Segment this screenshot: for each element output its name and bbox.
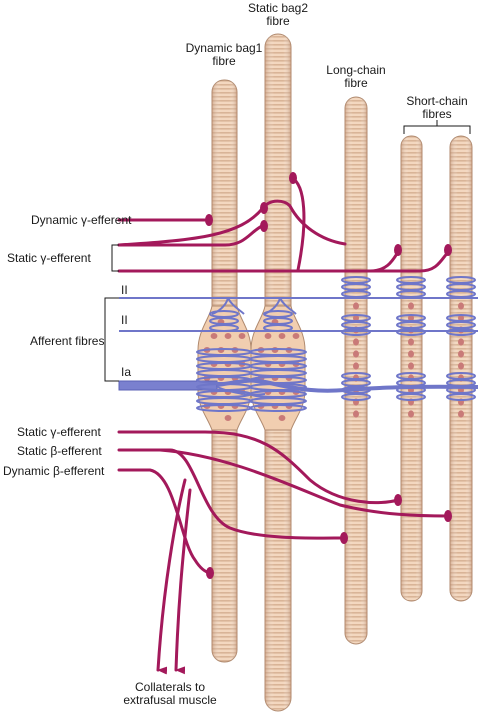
label-static-bag2-line1: Static bag2: [247, 1, 309, 15]
label-static-gamma-efferent-bottom: Static γ-efferent: [17, 425, 101, 439]
chain-nucleus: [458, 302, 464, 310]
chain-secondary-coil: [396, 328, 426, 336]
chain-nucleus: [458, 350, 464, 358]
chain-secondary-coil: [341, 328, 371, 336]
label-collaterals-line2: extrafusal muscle: [123, 693, 217, 707]
label-afferent-fibres: Afferent fibres: [30, 334, 105, 348]
bag-nucleus: [264, 333, 272, 339]
chain-nucleus: [353, 350, 359, 358]
motor-end-plate: [394, 494, 402, 506]
static-beta-efferent: [117, 448, 346, 540]
chain-nucleus: [408, 302, 414, 310]
fibre-long-chain: [344, 96, 368, 645]
bag-nucleus: [238, 333, 246, 339]
label-long-chain: Long-chain fibre: [326, 64, 385, 90]
label-afferent-ia: Ia: [121, 365, 132, 379]
motor-end-plate: [205, 214, 213, 226]
chain-nucleus: [353, 362, 359, 370]
label-dynamic-bag1-line2: fibre: [212, 54, 236, 68]
short-chain-bracket: [403, 120, 471, 134]
static-gamma-branch-upper: [117, 224, 264, 247]
brackets: [104, 120, 471, 382]
chain-nucleus: [353, 302, 359, 310]
motor-end-plate: [444, 510, 452, 522]
chain-secondary-coil: [446, 328, 476, 336]
label-short-chain: Short-chain fibres: [406, 95, 467, 121]
label-dynamic-bag1-line1: Dynamic bag1: [185, 41, 263, 55]
bag-nucleus: [292, 333, 300, 339]
motor-end-plate: [260, 220, 268, 232]
motor-end-plate: [394, 244, 402, 256]
bag1-secondary-coil: [209, 324, 239, 332]
chain-primary-coil: [446, 393, 476, 401]
chain-nucleus: [353, 314, 359, 322]
label-dynamic-bag1: Dynamic bag1 fibre: [186, 42, 263, 68]
static-gamma-branch-mid: [117, 199, 347, 247]
label-collaterals-line1: Collaterals to: [134, 680, 206, 694]
bag2-coil: [249, 404, 307, 412]
bag-nucleus: [278, 415, 286, 421]
label-static-bag2-line2: fibre: [266, 14, 290, 28]
bag-nucleus: [224, 415, 232, 421]
static-gamma-efferent-bottom: [117, 430, 400, 505]
chain-primary-coil: [396, 393, 426, 401]
label-static-gamma-efferent-top: Static γ-efferent: [7, 251, 91, 265]
collateral-1: [156, 478, 187, 675]
motor-end-plate: [206, 567, 214, 579]
chain-nucleus: [353, 338, 359, 346]
label-afferent-ii-a: II: [121, 283, 128, 297]
chain-primary-coil: [341, 393, 371, 401]
annulospiral-endings: [196, 276, 476, 412]
motor-end-plate: [444, 244, 452, 256]
chain-secondary-coil: [341, 290, 371, 298]
label-short-chain-line1: Short-chain: [406, 94, 468, 108]
static-gamma-bracket: [111, 244, 119, 272]
motor-end-plates: [205, 172, 452, 579]
label-static-beta-efferent: Static β-efferent: [17, 444, 102, 458]
bag-nucleus: [278, 333, 286, 339]
collateral-2: [174, 488, 192, 675]
motor-end-plate: [289, 172, 297, 184]
afferent-ii-upper: [119, 297, 478, 315]
motor-end-plate: [340, 532, 348, 544]
label-collaterals: Collaterals to extrafusal muscle: [123, 681, 216, 707]
bag2-secondary-coil: [263, 324, 293, 332]
afferent-bracket: [104, 297, 119, 382]
motor-end-plate: [260, 202, 268, 214]
bag-nucleus: [224, 333, 232, 339]
label-static-bag2: Static bag2 fibre: [248, 2, 308, 28]
chain-nucleus: [408, 338, 414, 346]
label-long-chain-line1: Long-chain: [326, 63, 386, 77]
chain-nucleus: [408, 362, 414, 370]
chain-nucleus: [458, 362, 464, 370]
chain-secondary-coil: [396, 290, 426, 298]
dynamic-beta-efferent: [117, 468, 212, 575]
chain-secondary-coil: [446, 290, 476, 298]
label-long-chain-line2: fibre: [344, 76, 368, 90]
chain-nucleus: [408, 314, 414, 322]
label-dynamic-gamma-efferent: Dynamic γ-efferent: [31, 213, 132, 227]
chain-nucleus: [353, 410, 359, 418]
bag-nucleus: [210, 333, 218, 339]
chain-nucleus: [458, 338, 464, 346]
label-dynamic-beta-efferent: Dynamic β-efferent: [3, 464, 105, 478]
chain-nucleus: [458, 410, 464, 418]
chain-nucleus: [458, 314, 464, 322]
chain-nucleus: [408, 350, 414, 358]
label-short-chain-line2: fibres: [422, 107, 452, 121]
chain-nucleus: [408, 410, 414, 418]
label-afferent-ii-b: II: [121, 313, 128, 327]
